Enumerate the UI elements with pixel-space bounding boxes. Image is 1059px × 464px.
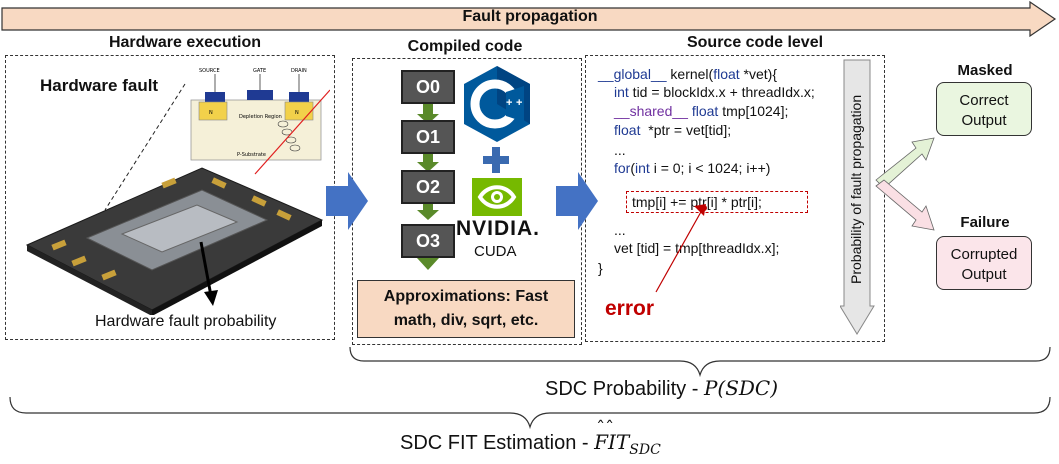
hardware-fault-probability-label: Hardware fault probability [95, 313, 277, 330]
sdc-fit-prefix: SDC FIT Estimation - [400, 432, 595, 454]
code-line-7: tmp[i] += ptr[i] * ptr[i]; [632, 194, 762, 210]
code-line-8: ... [614, 222, 626, 238]
approximations-line1: Approximations: Fast [383, 288, 549, 305]
fit-symbol: FIT [594, 430, 630, 454]
nvidia-wordmark: NVIDIA. [456, 217, 541, 240]
fault-propagation-arrow [1, 0, 1057, 38]
sdc-probability-formula: P(SDC) [703, 376, 779, 400]
code-line-9: vet [tid] = tmp[threadIdx.x]; [614, 240, 780, 256]
sdc-probability-brace [349, 346, 1051, 377]
code-line-2: int tid = blockIdx.x + threadIdx.x; [614, 84, 815, 100]
faulty-statement-highlight [626, 191, 808, 213]
gate-terminal-label: GATE [253, 68, 266, 74]
outcome-arrows [875, 137, 935, 231]
hardware-fault-label: Hardware fault [40, 76, 159, 95]
failure-title: Failure [960, 214, 1010, 231]
arrow-hardware-to-compiled [326, 172, 368, 230]
corrupted-output-box: Corrupted Output [936, 236, 1032, 290]
transistor-diagram: SOURCE GATE DRAIN Depletion Region P-Sub… [185, 62, 330, 177]
code-line-5: ... [614, 142, 626, 158]
fault-probability-arrow [199, 241, 218, 306]
opt-level-o2: O2 [401, 170, 455, 204]
error-pointer [655, 204, 707, 293]
propagation-probability-arrow [840, 59, 875, 335]
propagation-probability-label: Probability of fault propagation [848, 94, 864, 284]
fit-subscript: SDC [629, 442, 661, 458]
substrate-label: P-Substrate [237, 152, 266, 158]
svg-text:+: + [506, 97, 512, 109]
cpp-logo-icon: + + [464, 66, 530, 142]
corrupted-output-line2: Output [961, 266, 1007, 283]
fit-hat-mark: ˆˆ [596, 418, 615, 439]
source-terminal-label: SOURCE [199, 68, 220, 74]
source-heading: Source code level [686, 34, 824, 51]
sdc-probability-prefix: SDC Probability - [545, 378, 704, 400]
opt-level-o1: O1 [401, 120, 455, 154]
correct-output-line2: Output [961, 112, 1007, 129]
plus-icon [483, 147, 509, 173]
drain-terminal-label: DRAIN [291, 68, 307, 74]
correct-output-line1: Correct [959, 92, 1009, 109]
fault-propagation-title: Fault propagation [462, 8, 598, 25]
code-line-4: float *ptr = vet[tid]; [614, 122, 732, 138]
error-label: error [605, 297, 655, 320]
gpu-chip-image [25, 167, 324, 315]
corrupted-output-line1: Corrupted [950, 246, 1018, 263]
code-line-6: for(int i = 0; i < 1024; i++) [614, 160, 771, 176]
correct-output-box: Correct Output [936, 82, 1032, 136]
masked-title: Masked [957, 62, 1013, 79]
nvidia-logo-icon [472, 178, 522, 216]
cuda-label: CUDA [474, 243, 517, 260]
opt-level-o0: O0 [401, 70, 455, 104]
sdc-probability-label: SDC Probability - P(SDC) [545, 376, 778, 401]
code-line-10: } [598, 260, 603, 276]
compiled-heading: Compiled code [407, 38, 523, 55]
code-line-3: __shared__ float tmp[1024]; [614, 103, 789, 119]
sdc-fit-brace [9, 396, 1051, 429]
svg-text:+: + [516, 97, 522, 109]
approximations-line2: math, div, sqrt, etc. [393, 312, 539, 329]
approximations-box: Approximations: Fast math, div, sqrt, et… [357, 280, 575, 338]
code-line-1: __global__ kernel(float *vet){ [598, 66, 778, 82]
opt-level-o3: O3 [401, 224, 455, 258]
source-n-label: N [209, 110, 213, 116]
hardware-heading: Hardware execution [108, 34, 262, 51]
depletion-region-label: Depletion Region [239, 114, 282, 120]
drain-n-label: N [295, 110, 299, 116]
arrow-compiled-to-source [556, 172, 598, 230]
